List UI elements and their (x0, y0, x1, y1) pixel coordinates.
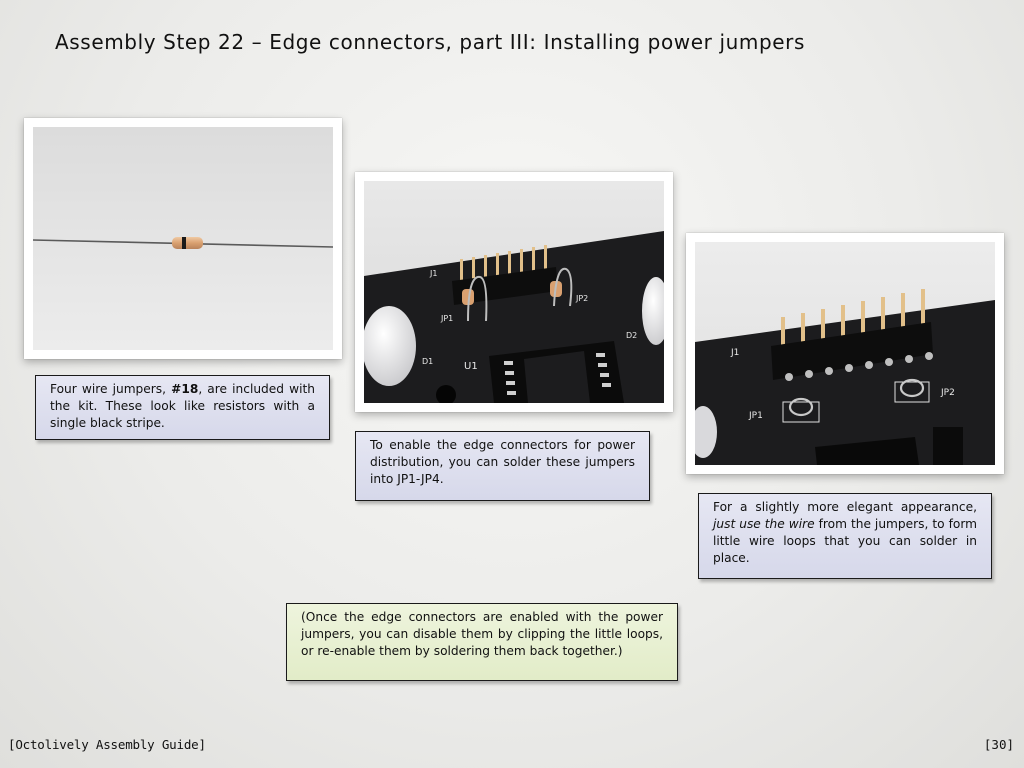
caption-note: (Once the edge connectors are enabled wi… (286, 603, 678, 681)
caption-wire-loops: For a slightly more elegant appearance, … (698, 493, 992, 579)
label-j1: J1 (730, 348, 739, 358)
footer-guide-title: [Octolively Assembly Guide] (8, 737, 206, 752)
label-j1: J1 (429, 269, 437, 278)
caption-wire-jumpers: Four wire jumpers, #18, are included wit… (35, 375, 330, 440)
label-jp2: JP2 (575, 294, 588, 303)
label-jp1: JP1 (748, 411, 763, 421)
footer-page-number: [30] (983, 737, 1014, 752)
photo-pcb-wire-loops: J1 JP1 JP2 (686, 233, 1004, 474)
part-number: #18 (171, 382, 199, 396)
label-d1: D1 (422, 357, 433, 366)
label-jp2: JP2 (940, 388, 955, 398)
emphasis-text: just use the wire (713, 517, 815, 531)
caption-solder-jumpers: To enable the edge connectors for power … (355, 431, 650, 501)
photo-wire-jumper (24, 118, 342, 359)
page-title: Assembly Step 22 – Edge connectors, part… (55, 30, 806, 54)
label-jp1: JP1 (440, 314, 453, 323)
photo-pcb-jumpers: J1 JP1 JP2 D1 D2 U1 (355, 172, 673, 412)
label-u1: U1 (464, 361, 478, 372)
label-d2: D2 (626, 331, 637, 340)
